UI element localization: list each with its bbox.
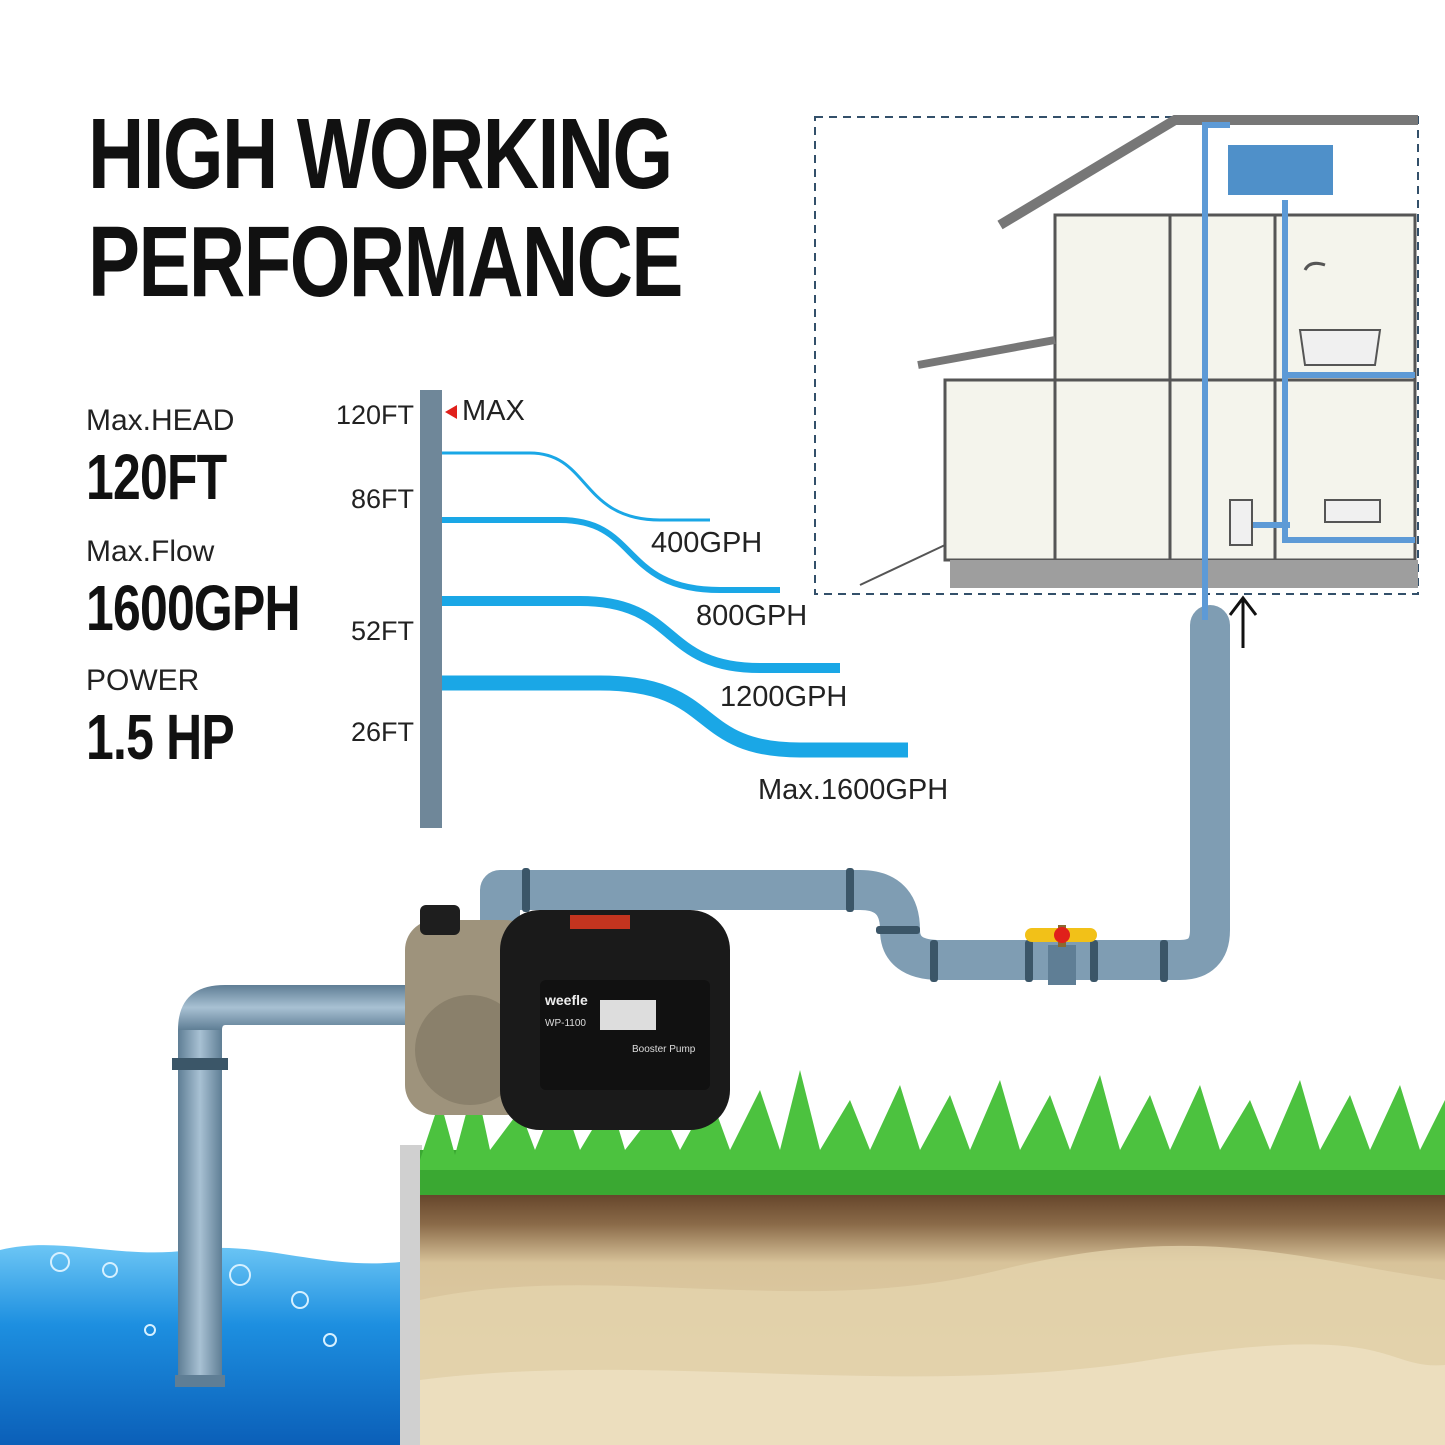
gauge-max-label: MAX bbox=[462, 395, 525, 427]
spec-head-value: 120FT bbox=[86, 441, 227, 513]
flow-curve-1200 bbox=[442, 596, 840, 673]
pump-illustration bbox=[405, 905, 730, 1130]
page-title: HIGH WORKING PERFORMANCE bbox=[88, 98, 683, 318]
flow-curve-800 bbox=[442, 517, 780, 593]
flow-label-1200: 1200GPH bbox=[720, 681, 848, 713]
flow-label-1600: Max.1600GPH bbox=[758, 774, 949, 806]
toilet-icon bbox=[1229, 499, 1253, 546]
title-line-2: PERFORMANCE bbox=[88, 206, 683, 318]
valve-icon bbox=[1025, 925, 1097, 985]
concrete-wall bbox=[400, 1145, 422, 1445]
grass-strip bbox=[420, 1070, 1445, 1195]
max-marker-icon bbox=[445, 405, 457, 419]
flow-label-800: 800GPH bbox=[696, 600, 808, 632]
spec-flow-label: Max.Flow bbox=[86, 535, 215, 568]
head-gauge-pole bbox=[420, 390, 442, 828]
spec-power-value: 1.5 HP bbox=[86, 701, 235, 773]
pump-model: WP-1100 bbox=[545, 1018, 586, 1029]
gauge-tick-52ft: 52FT bbox=[350, 616, 414, 646]
pump-brand: weefle bbox=[545, 992, 588, 1008]
pump-panel-label: Booster Pump bbox=[632, 1044, 696, 1055]
gauge-tick-26ft: 26FT bbox=[350, 717, 414, 747]
inlet-arrow-icon bbox=[1228, 595, 1258, 648]
soil-layer bbox=[420, 1185, 1445, 1445]
pipe-couplings bbox=[522, 868, 1168, 982]
gauge-tick-86ft: 86FT bbox=[350, 484, 414, 514]
suction-pipe bbox=[172, 985, 420, 1387]
flow-curves bbox=[442, 451, 908, 758]
house-boundary bbox=[814, 116, 1419, 595]
gauge-tick-120ft: 120FT bbox=[335, 400, 414, 430]
spec-head-label: Max.HEAD bbox=[86, 404, 235, 437]
flow-curve-1600 bbox=[442, 675, 908, 758]
spec-flow-value: 1600GPH bbox=[86, 572, 301, 644]
flow-curve-400 bbox=[442, 451, 710, 522]
discharge-pipe bbox=[480, 605, 1230, 980]
water-tank bbox=[1228, 145, 1333, 195]
flow-label-400: 400GPH bbox=[651, 527, 763, 559]
bathtub-icon bbox=[1298, 261, 1382, 366]
spec-power-label: POWER bbox=[86, 664, 200, 697]
sink-icon bbox=[1324, 499, 1381, 523]
title-line-1: HIGH WORKING bbox=[88, 98, 673, 210]
